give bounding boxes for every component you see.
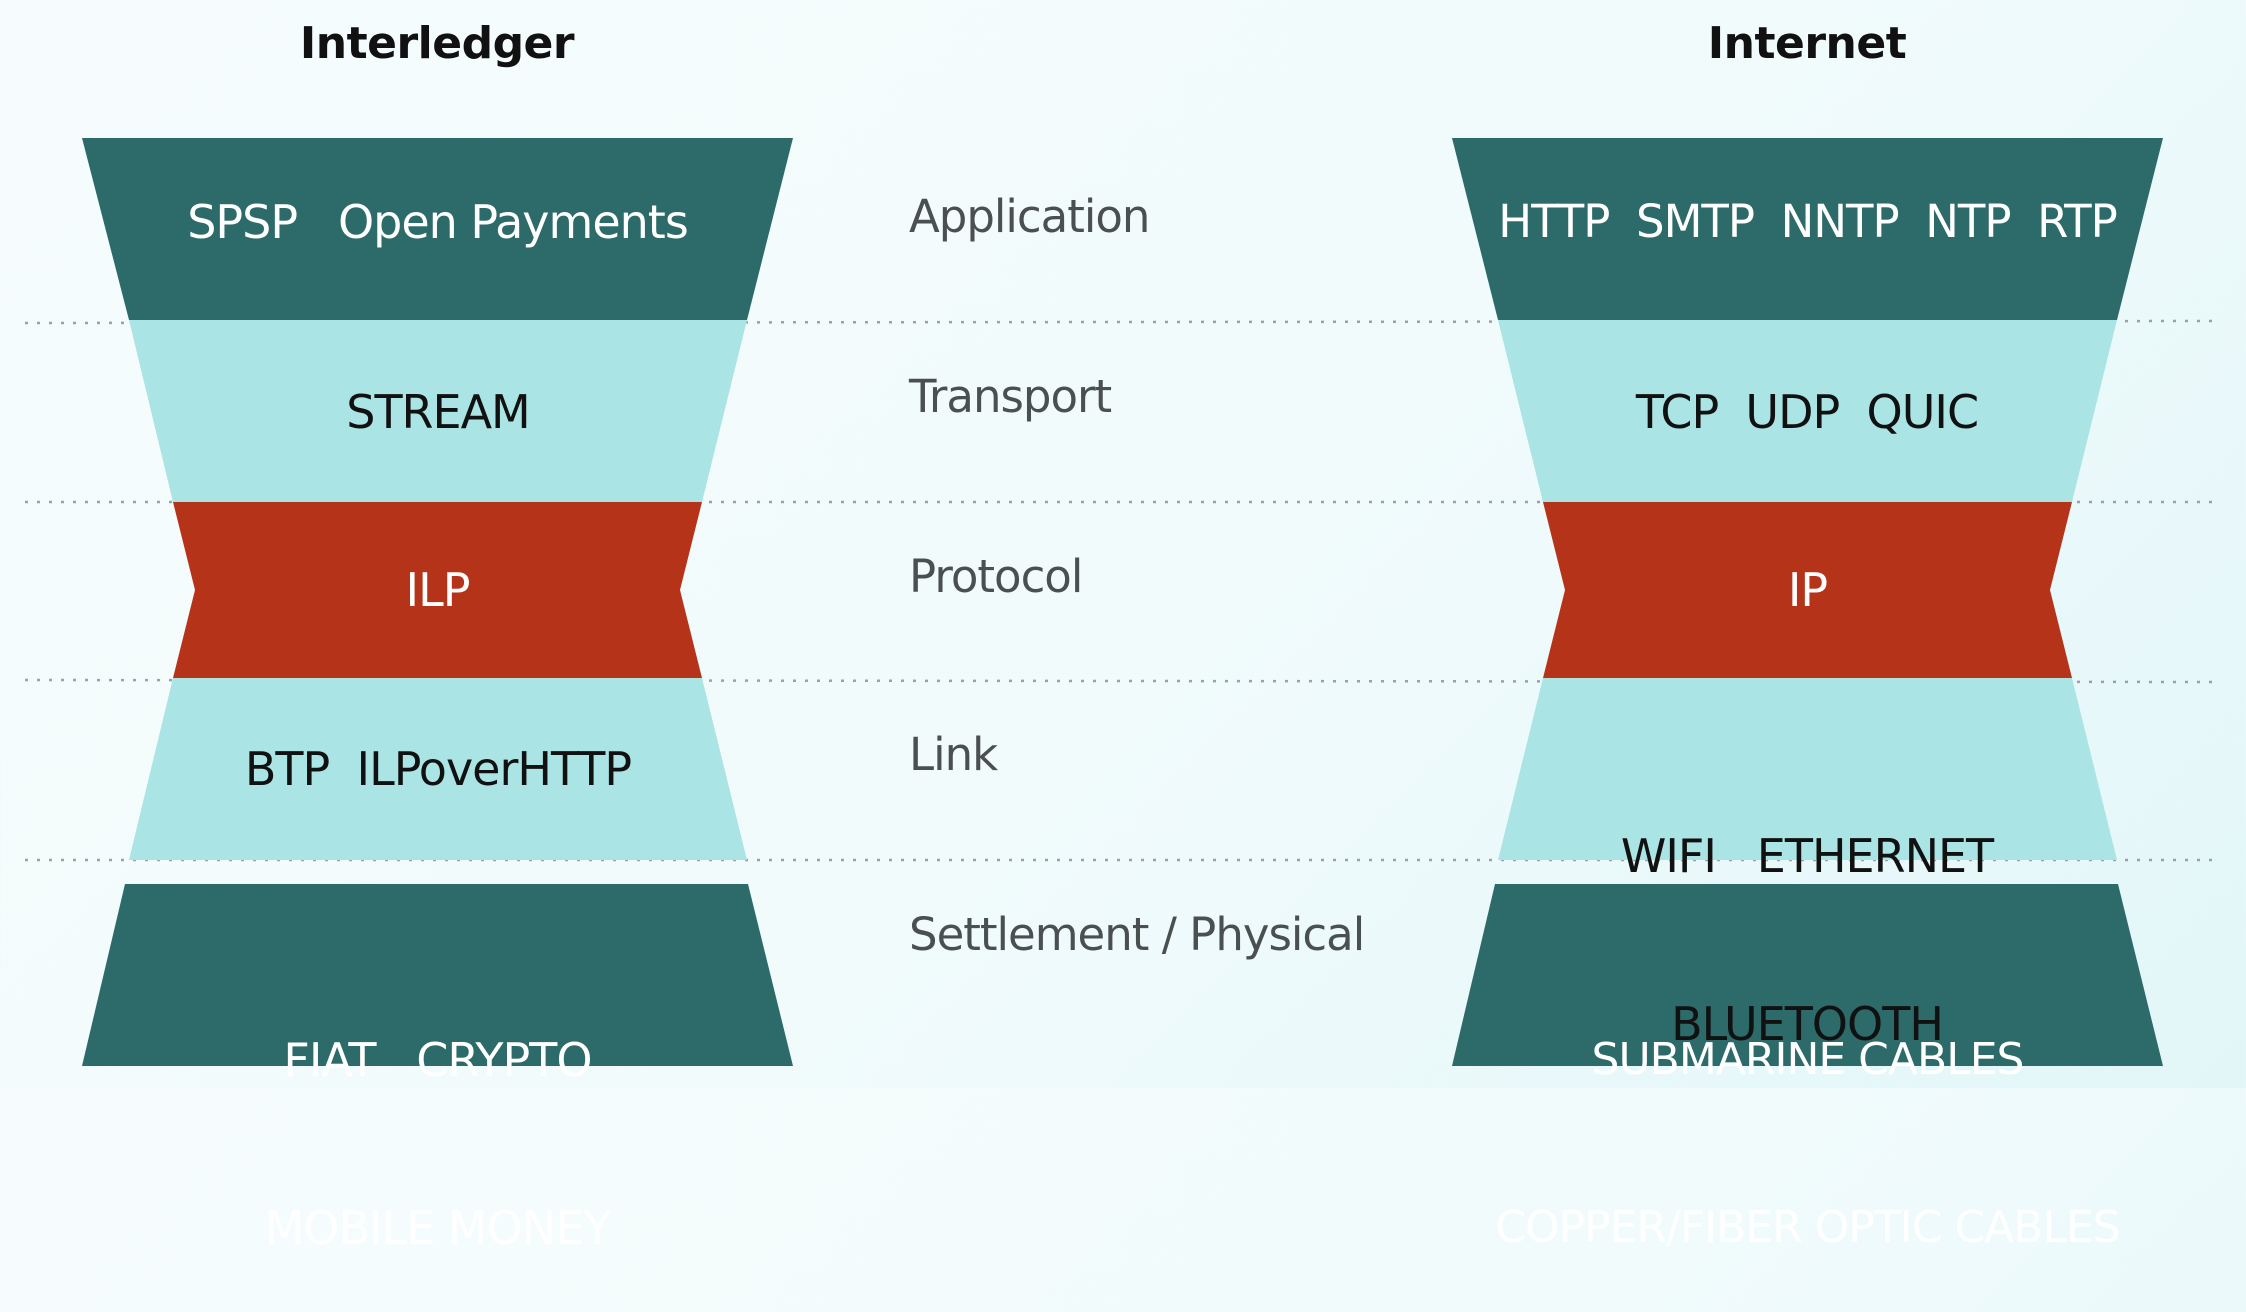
inet-settlement-line-2: COPPER/FIBER OPTIC CABLES <box>1495 1202 2120 1253</box>
ilp-protocol-text: ILP <box>405 563 471 617</box>
inet-application-text: HTTP SMTP NNTP NTP RTP <box>1498 195 2117 248</box>
inet-link-text: WIFI ETHERNET BLUETOOTH <box>1498 716 2116 1108</box>
ilp-transport-text: STREAM <box>346 385 530 439</box>
ilp-link-block <box>129 678 747 860</box>
inet-link-line-2: BLUETOOTH <box>1671 997 1944 1051</box>
ilp-application-text: SPSP Open Payments <box>187 195 689 249</box>
inet-link-block <box>1498 678 2117 860</box>
ilp-protocol-block <box>173 502 702 678</box>
inet-protocol-block <box>1543 502 2072 678</box>
layer-label-settlement: Settlement / Physical <box>909 908 1365 961</box>
inet-transport-text: TCP UDP QUIC <box>1635 385 1979 439</box>
layer-label-protocol: Protocol <box>909 550 1083 603</box>
inet-transport-block <box>1498 320 2117 502</box>
ilp-settlement-text: FIAT CRYPTO MOBILE MONEY <box>82 920 793 1312</box>
ilp-settlement-line-1: FIAT CRYPTO <box>283 1033 592 1087</box>
inet-application-block <box>1452 138 2163 320</box>
inet-link-line-1: WIFI ETHERNET <box>1620 829 1994 883</box>
ilp-transport-block <box>129 320 747 502</box>
internet-title: Internet <box>1707 18 1907 69</box>
inet-settlement-text: SUBMARINE CABLES COPPER/FIBER OPTIC CABL… <box>1452 920 2163 1312</box>
layer-label-application: Application <box>909 190 1150 243</box>
stack-diagram <box>24 138 2216 1066</box>
ilp-application-block <box>82 138 793 320</box>
ilp-settlement-line-2: MOBILE MONEY <box>264 1201 612 1255</box>
ilp-link-text: BTP ILPoverHTTP <box>244 742 632 796</box>
inet-settlement-line-1: SUBMARINE CABLES <box>1591 1034 2025 1085</box>
interledger-title: Interledger <box>299 18 575 69</box>
ilp-settlement-block <box>82 884 793 1066</box>
layer-label-link: Link <box>909 728 998 781</box>
inet-protocol-text: IP <box>1787 563 1828 617</box>
inet-settlement-block <box>1452 884 2163 1066</box>
layer-label-transport: Transport <box>909 370 1112 423</box>
